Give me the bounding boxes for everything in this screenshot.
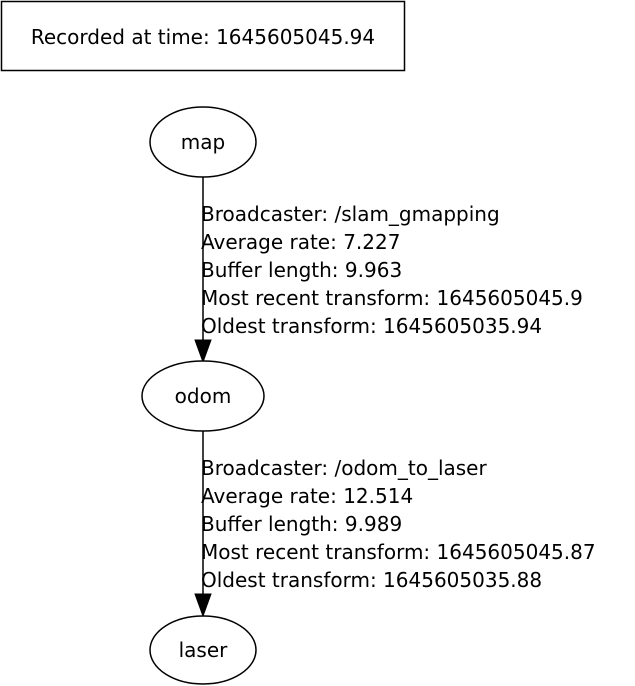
edge-label-most-recent: Most recent transform: 1645605045.9 <box>201 286 583 310</box>
node-laser[interactable]: laser <box>149 615 257 685</box>
edge-label-broadcaster: Broadcaster: /slam_gmapping <box>201 202 500 226</box>
node-map[interactable]: map <box>149 106 257 178</box>
recorded-time-box: Recorded at time: 1645605045.94 <box>0 0 406 72</box>
node-laser-ellipse <box>149 615 257 685</box>
recorded-time-label: Recorded at time: 1645605045.94 <box>31 25 375 49</box>
arrowhead-icon <box>194 593 212 618</box>
arrowhead-icon <box>194 339 212 364</box>
edge-label-most-recent: Most recent transform: 1645605045.87 <box>201 540 596 564</box>
edge-map-to-odom: Broadcaster: /slam_gmapping Average rate… <box>194 177 583 364</box>
node-odom-label: odom <box>175 384 232 408</box>
edge-label-broadcaster: Broadcaster: /odom_to_laser <box>201 456 487 480</box>
edge-label-average-rate: Average rate: 7.227 <box>201 230 400 254</box>
edge-label-oldest: Oldest transform: 1645605035.94 <box>201 314 542 338</box>
edge-label-oldest: Oldest transform: 1645605035.88 <box>201 568 542 592</box>
node-odom-ellipse <box>141 360 265 432</box>
node-map-label: map <box>181 130 225 154</box>
node-laser-label: laser <box>179 638 229 662</box>
edge-label-buffer-length: Buffer length: 9.963 <box>201 258 402 282</box>
recorded-time-frame <box>0 0 406 72</box>
edge-odom-to-laser: Broadcaster: /odom_to_laser Average rate… <box>194 431 596 618</box>
edge-label-average-rate: Average rate: 12.514 <box>201 484 413 508</box>
node-map-ellipse <box>149 106 257 178</box>
node-odom[interactable]: odom <box>141 360 265 432</box>
edge-label-buffer-length: Buffer length: 9.989 <box>201 512 402 536</box>
